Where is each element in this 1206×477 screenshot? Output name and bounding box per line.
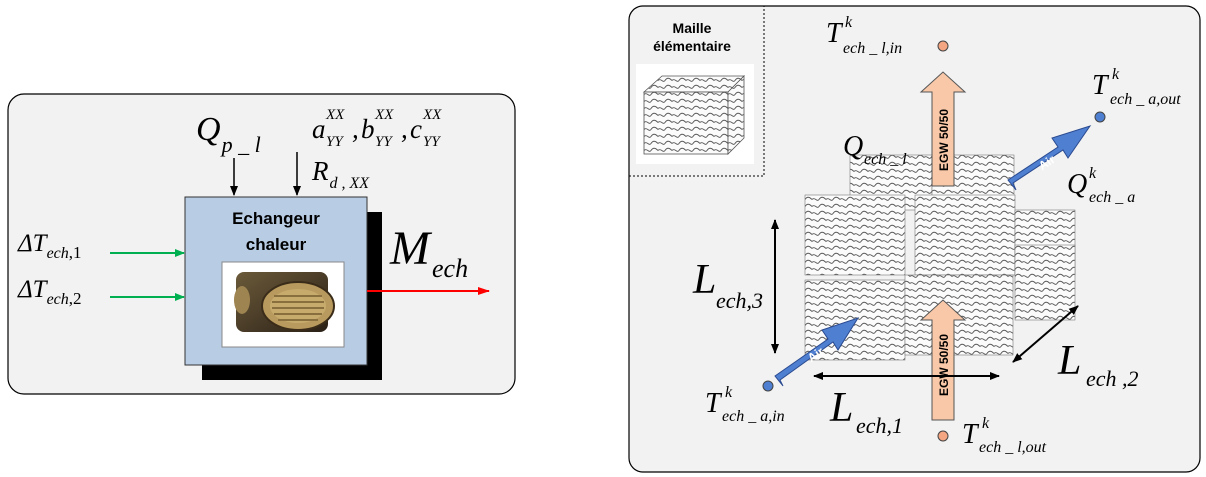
left-diagram: Echangeur chaleur Qp _ l a XX YY , b X	[7, 93, 516, 395]
svg-text:a: a	[312, 114, 326, 144]
inset-mesh-image	[636, 64, 754, 164]
svg-text:ech _ a: ech _ a	[1089, 189, 1135, 206]
air-arrow-bottom	[774, 317, 860, 387]
svg-text:k: k	[1089, 165, 1097, 182]
node-t-a-in	[762, 380, 774, 392]
svg-text:YY: YY	[423, 134, 441, 150]
svg-text:ech,3: ech,3	[716, 288, 763, 313]
air-arrow-top	[1007, 125, 1092, 191]
egw-arrow-bottom	[919, 299, 967, 421]
svg-text:,: ,	[352, 114, 359, 144]
label-l-ech2: L ech ,2	[1057, 338, 1139, 391]
svg-text:ech,1: ech,1	[856, 413, 903, 438]
block-title-line1: Echangeur	[232, 209, 320, 228]
svg-text:ech _ a,out: ech _ a,out	[1110, 91, 1181, 108]
svg-text:k: k	[725, 384, 733, 401]
egw-label-bottom: EGW 50/50	[937, 334, 951, 396]
svg-text:ech _ a,in: ech _ a,in	[722, 408, 785, 425]
svg-text:c: c	[410, 114, 422, 144]
label-coefficients: a XX YY , b XX YY , c XX YY	[312, 107, 442, 150]
svg-text:L: L	[829, 385, 853, 431]
svg-text:,: ,	[401, 114, 408, 144]
svg-text:Q: Q	[1067, 169, 1087, 200]
label-r-dxx: Rd , XX	[311, 156, 370, 192]
label-dt-ech1: ΔTech,1	[17, 230, 82, 262]
svg-text:b: b	[361, 114, 375, 144]
label-l-ech3: L ech,3	[692, 257, 763, 313]
label-l-ech1: L ech,1	[829, 385, 903, 438]
node-t-a-out	[1094, 111, 1106, 123]
svg-text:k: k	[845, 14, 853, 31]
node-t-l-out	[937, 430, 949, 442]
svg-text:YY: YY	[326, 134, 344, 150]
right-diagram: Maille élémentaire EGW 50/50 EGW 50/50 A…	[628, 5, 1201, 473]
svg-text:T: T	[1092, 70, 1110, 101]
inset-title-line2: élémentaire	[653, 38, 731, 54]
svg-text:k: k	[1112, 66, 1120, 83]
node-t-l-in	[937, 40, 949, 52]
svg-text:T: T	[826, 18, 844, 49]
inset-frame	[629, 6, 765, 177]
svg-text:L: L	[692, 257, 716, 303]
svg-text:ech _ l: ech _ l	[864, 151, 907, 168]
label-t-l-out: T k ech _ l,out	[962, 415, 1047, 456]
svg-text:T: T	[962, 419, 980, 450]
svg-text:XX: XX	[325, 107, 345, 123]
label-q-a: Q k ech _ a	[1067, 165, 1135, 206]
svg-text:ech _ l,in: ech _ l,in	[843, 40, 902, 57]
svg-text:k: k	[982, 415, 990, 432]
label-q-l: Q ech _ l	[843, 131, 907, 168]
egw-label-top: EGW 50/50	[937, 109, 951, 171]
svg-text:T: T	[705, 388, 723, 419]
label-m-ech: Mech	[389, 222, 468, 283]
svg-text:L: L	[1057, 338, 1081, 384]
dim-arrow-l2	[1012, 305, 1079, 363]
exchanger-photo	[221, 261, 345, 348]
label-t-a-out: T k ech _ a,out	[1092, 66, 1181, 108]
svg-text:XX: XX	[374, 107, 394, 123]
svg-text:YY: YY	[375, 134, 393, 150]
svg-text:ech ,2: ech ,2	[1086, 366, 1139, 391]
egw-arrow-top	[919, 71, 967, 187]
svg-text:Q: Q	[843, 131, 863, 162]
label-t-l-in: T k ech _ l,in	[826, 14, 902, 57]
svg-text:XX: XX	[422, 107, 442, 123]
label-dt-ech2: ΔTech,2	[17, 276, 82, 308]
svg-text:ech _ l,out: ech _ l,out	[979, 439, 1047, 456]
block-title-line2: chaleur	[246, 235, 307, 254]
label-q-pl: Qp _ l	[196, 111, 261, 157]
inset-title-line1: Maille	[673, 20, 712, 36]
label-t-a-in: T k ech _ a,in	[705, 384, 785, 425]
